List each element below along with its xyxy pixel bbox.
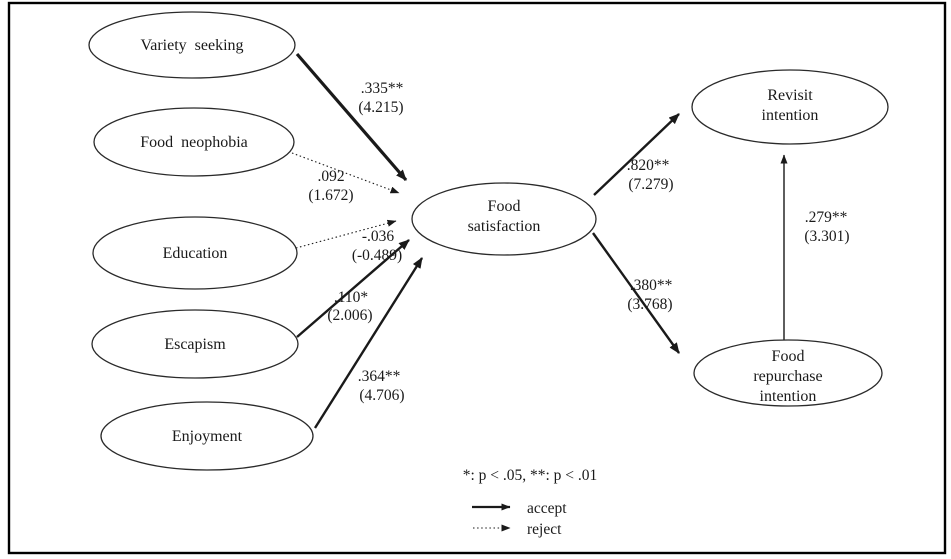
node-label: Education [163,245,228,262]
arrow-education-to-food-satisfaction [295,219,397,249]
path-coefficient: .279** [805,209,848,226]
node-ellipse [92,216,298,290]
node-enjoyment: Enjoyment [100,401,314,471]
path-label-escapism: .110* (2.006) [327,289,372,324]
path-label-repurchase: .380** (3.768) [627,277,672,313]
arrow-variety-seeking-to-food-satisfaction [295,52,408,182]
path-coefficient: .092 [317,168,344,185]
legend-accept-label: accept [527,500,567,517]
node-escapism: Escapism [91,309,299,379]
path-tvalue: (7.279) [628,176,673,193]
node-ellipse [693,339,883,407]
path-label-variety-seeking: .335** (4.215) [358,80,403,116]
path-tvalue: (3.301) [804,228,849,245]
path-coefficient: .820** [627,157,670,174]
path-label-education: -.036 (-0.489) [352,228,402,264]
node-ellipse [88,11,296,79]
path-tvalue: (4.215) [358,99,403,116]
path-label-repurchase-to-revisit: .279** (3.301) [804,209,849,245]
node-label-line2: intention [762,107,819,124]
path-coefficient: -.036 [362,228,395,245]
node-label-line1: Revisit [767,87,813,104]
path-coefficient: .110* [334,289,369,306]
legend: *: p < .05, **: p < .01 accept reject [463,467,598,538]
path-coefficient: .335** [361,80,404,97]
node-label-line1: Food [772,348,805,365]
path-coefficient: .364** [358,368,401,385]
edges [291,52,788,429]
node-food-repurchase-intention: Food repurchase intention [693,339,883,407]
arrow-food-satisfaction-to-revisit-intention [593,113,680,196]
path-tvalue: (2.006) [327,307,372,324]
path-tvalue: (-0.489) [352,247,402,264]
node-label: Food neophobia [140,134,248,151]
node-food-satisfaction: Food satisfaction [411,182,597,256]
node-label-line2: repurchase [753,368,822,385]
path-label-revisit: .820** (7.279) [627,157,674,193]
node-label: Enjoyment [172,428,243,445]
path-label-food-neophobia: .092 (1.672) [308,168,353,204]
node-label: Variety seeking [140,37,243,54]
node-variety-seeking: Variety seeking [88,11,296,79]
legend-reject-label: reject [527,521,562,538]
arrow-enjoyment-to-food-satisfaction [313,257,424,429]
node-ellipse [411,182,597,256]
diagram-border [7,1,947,555]
path-tvalue: (1.672) [308,187,353,204]
node-food-neophobia: Food neophobia [93,107,295,177]
node-label: Escapism [164,336,226,353]
node-label-line1: Food [488,198,521,215]
node-label-line3: intention [760,388,817,405]
arrow-food-satisfaction-to-food-repurchase-intention [592,232,680,354]
node-revisit-intention: Revisit intention [691,69,889,145]
path-label-enjoyment: .364** (4.706) [358,368,405,404]
arrow-escapism-to-food-satisfaction [296,239,410,338]
path-tvalue: (4.706) [359,387,404,404]
significance-note: *: p < .05, **: p < .01 [463,467,598,484]
node-ellipse [91,309,299,379]
path-tvalue: (3.768) [627,296,672,313]
node-ellipse [691,69,889,145]
arrow-food-neophobia-to-food-satisfaction [291,152,400,194]
node-ellipse [100,401,314,471]
node-education: Education [92,216,298,290]
node-ellipse [93,107,295,177]
path-coefficient: .380** [630,277,673,294]
node-label-line2: satisfaction [468,218,541,235]
